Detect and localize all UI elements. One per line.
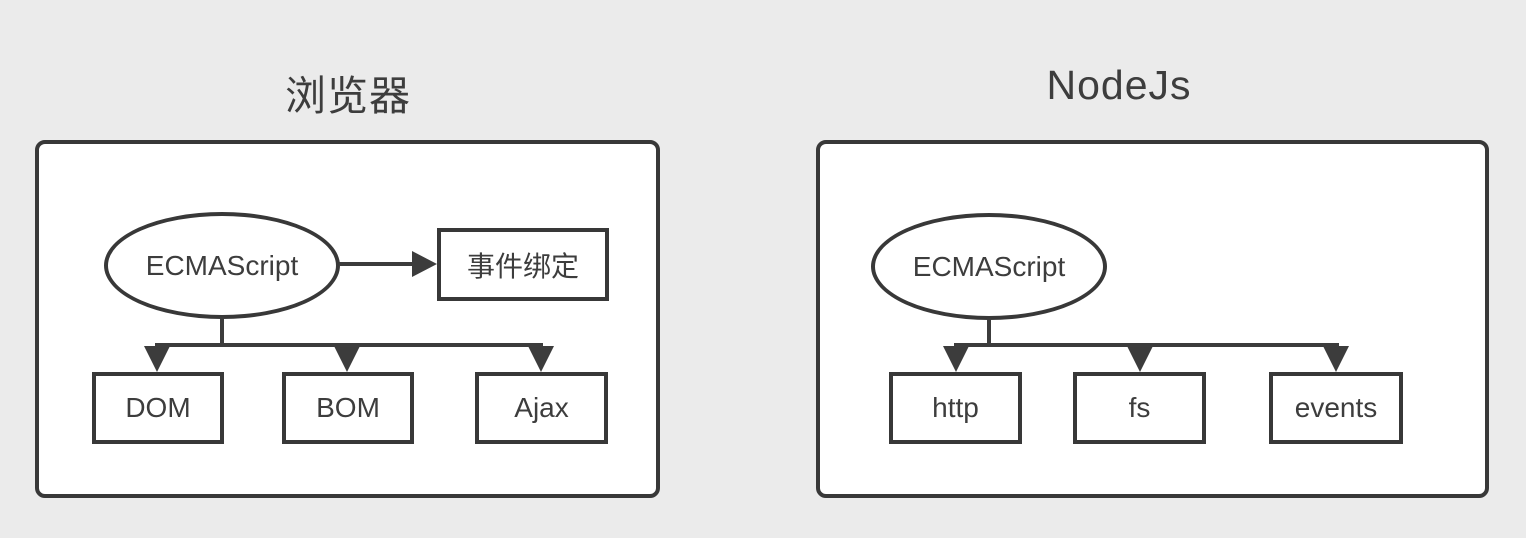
nodejs-title: NodeJs — [1046, 62, 1192, 108]
nodejs-arrowhead-fs-icon — [1127, 346, 1153, 372]
event-binding-label: 事件绑定 — [466, 250, 579, 282]
dom-label: DOM — [125, 392, 191, 423]
browser-title: 浏览器 — [285, 73, 411, 119]
nodejs-arrowhead-events-icon — [1323, 346, 1349, 372]
nodejs-ecmascript-ellipse: ECMAScript — [871, 213, 1107, 320]
event-binding-box: 事件绑定 — [437, 228, 609, 301]
http-box: http — [889, 372, 1022, 444]
browser-ellipse-stub-line — [220, 317, 224, 347]
browser-arrowhead-bom-icon — [334, 346, 360, 372]
browser-event-arrowhead-icon — [412, 251, 437, 277]
browser-arrowhead-ajax-icon — [528, 346, 554, 372]
nodejs-panel — [816, 140, 1489, 498]
fs-box: fs — [1073, 372, 1206, 444]
bom-label: BOM — [316, 392, 380, 423]
bom-box: BOM — [282, 372, 414, 444]
fs-label: fs — [1128, 392, 1151, 423]
events-label: events — [1294, 392, 1378, 423]
browser-ecmascript-label: ECMAScript — [145, 249, 299, 281]
browser-panel — [35, 140, 660, 498]
ajax-label: Ajax — [514, 392, 569, 423]
browser-event-arrow-shaft — [339, 262, 415, 266]
ajax-box: Ajax — [475, 372, 608, 444]
browser-ecmascript-ellipse: ECMAScript — [104, 212, 340, 319]
dom-box: DOM — [92, 372, 224, 444]
nodejs-ecmascript-label: ECMAScript — [912, 250, 1066, 282]
browser-arrowhead-dom-icon — [144, 346, 170, 372]
nodejs-arrowhead-http-icon — [943, 346, 969, 372]
http-label: http — [932, 392, 979, 423]
browser-branch-line — [155, 343, 543, 347]
events-box: events — [1269, 372, 1403, 444]
nodejs-branch-line — [954, 343, 1339, 347]
nodejs-ellipse-stub-line — [987, 318, 991, 347]
